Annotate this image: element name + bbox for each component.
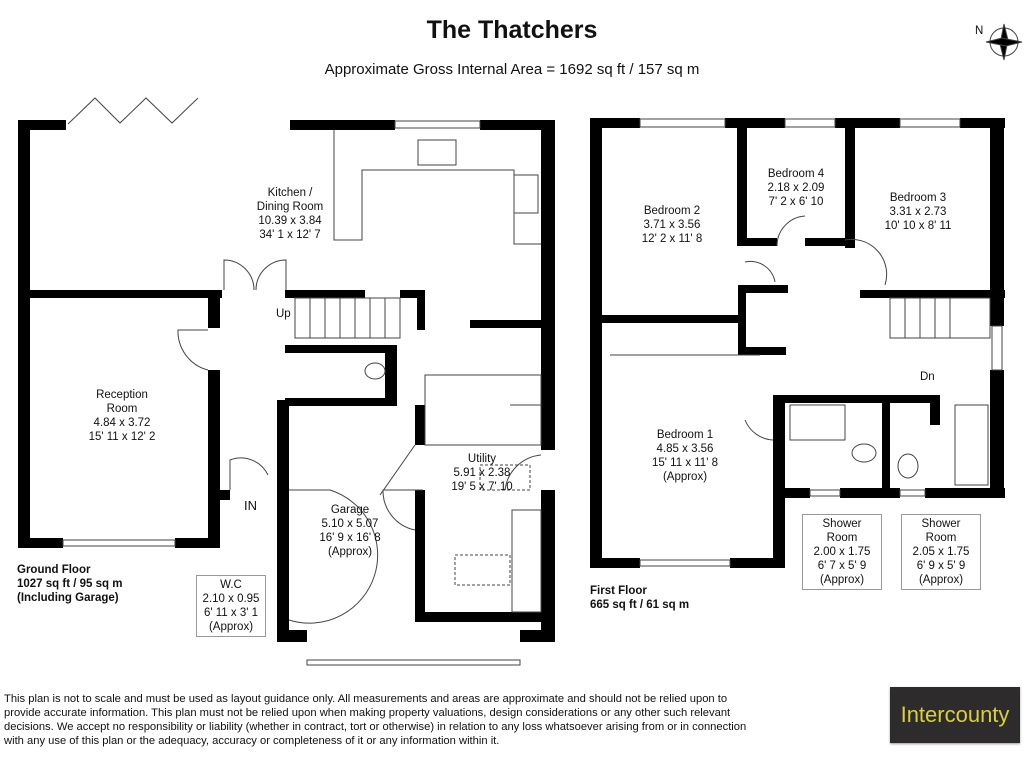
room-bedroom-3: Bedroom 3 3.31 x 2.73 10' 10 x 8' 11 [885,191,952,233]
room-imperial: 19' 5 x 7' 10 [451,481,513,493]
room-approx: (Approx) [327,546,373,558]
floor-name: First Floor [590,585,647,597]
room-name: Bedroom 3 [889,192,947,204]
room-metric: 2.18 x 2.09 [767,182,825,194]
entrance-label: IN [244,498,257,513]
room-imperial: 34' 1 x 12' 7 [259,229,321,241]
room-name: Utility [467,453,497,465]
room-name-2: Dining Room [256,201,324,213]
room-approx: (Approx) [662,471,708,483]
stairs-up-label: Up [276,308,291,320]
room-metric: 10.39 x 3.84 [258,215,322,227]
room-metric: 3.71 x 3.56 [643,219,701,231]
floor-name: Ground Floor [17,564,91,576]
fixtures [62,23,1023,666]
intercounty-logo: Intercounty [890,687,1020,743]
walls [18,118,1005,642]
compass-north-label: N [975,25,984,37]
room-approx: (Approx) [208,621,254,633]
room-approx: (Approx) [918,574,964,586]
room-name: Kitchen / [267,187,313,199]
room-imperial: 12' 2 x 11' 8 [641,233,703,245]
room-shower-room-2-label: Shower Room 2.05 x 1.75 6' 9 x 5' 9 (App… [901,514,981,590]
stairs-down-label: Dn [920,371,935,383]
room-bedroom-4: Bedroom 4 2.18 x 2.09 7' 2 x 6' 10 [768,167,825,209]
room-bedroom-2: Bedroom 2 3.71 x 3.56 12' 2 x 11' 8 [642,204,702,246]
room-name: Bedroom 1 [656,429,714,441]
room-wc-label: W.C 2.10 x 0.95 6' 11 x 3' 1 (Approx) [196,575,266,637]
room-name: Bedroom 2 [643,205,701,217]
room-imperial: 6' 11 x 3' 1 [203,607,259,619]
room-metric: 5.10 x 5.07 [321,518,379,530]
room-imperial: 16' 9 x 16' 8 [319,532,381,544]
room-metric: 2.05 x 1.75 [912,546,970,558]
room-name: Garage [330,504,370,516]
room-name: W.C [220,579,242,591]
gross-area: Approximate Gross Internal Area = 1692 s… [324,61,700,78]
room-approx: (Approx) [819,574,865,586]
room-metric: 2.10 x 0.95 [202,593,260,605]
floor-area: 1027 sq ft / 95 sq m [17,578,123,590]
floor-area: 665 sq ft / 61 sq m [590,599,690,611]
disclaimer-text: This plan is not to scale and must be us… [4,693,747,747]
room-shower-room-1-label: Shower Room 2.00 x 1.75 6' 7 x 5' 9 (App… [802,514,882,590]
first-floor-label: First Floor 665 sq ft / 61 sq m [590,584,689,612]
room-name: Bedroom 4 [767,168,825,180]
room-metric: 3.31 x 2.73 [889,206,947,218]
room-name: Shower Room [921,518,961,544]
room-imperial: 6' 9 x 5' 9 [916,560,966,572]
room-imperial: 10' 10 x 8' 11 [884,220,952,232]
room-imperial: 6' 7 x 5' 9 [817,560,867,572]
room-imperial: 15' 11 x 12' 2 [88,431,156,443]
room-reception: Reception Room 4.84 x 3.72 15' 11 x 12' … [89,388,156,444]
plan-title: The Thatchers [426,16,598,44]
room-bedroom-1: Bedroom 1 4.85 x 3.56 15' 11 x 11' 8 (Ap… [652,428,718,484]
room-metric: 4.85 x 3.56 [656,443,714,455]
floor-note: (Including Garage) [17,592,119,604]
room-name-2: Room [106,403,138,415]
compass-rose-icon [985,23,1023,61]
room-utility: Utility 5.91 x 2.38 19' 5 x 7' 10 [451,452,512,494]
room-garage: Garage 5.10 x 5.07 16' 9 x 16' 8 (Approx… [319,503,380,559]
room-name: Reception [96,389,148,401]
room-imperial: 7' 2 x 6' 10 [768,196,824,208]
room-metric: 2.00 x 1.75 [813,546,871,558]
room-name: Shower Room [822,518,862,544]
room-imperial: 15' 11 x 11' 8 [652,457,718,469]
room-metric: 5.91 x 2.38 [453,467,511,479]
room-kitchen-dining: Kitchen / Dining Room 10.39 x 3.84 34' 1… [257,186,323,242]
room-metric: 4.84 x 3.72 [93,417,151,429]
ground-floor-label: Ground Floor 1027 sq ft / 95 sq m (Inclu… [17,563,122,605]
